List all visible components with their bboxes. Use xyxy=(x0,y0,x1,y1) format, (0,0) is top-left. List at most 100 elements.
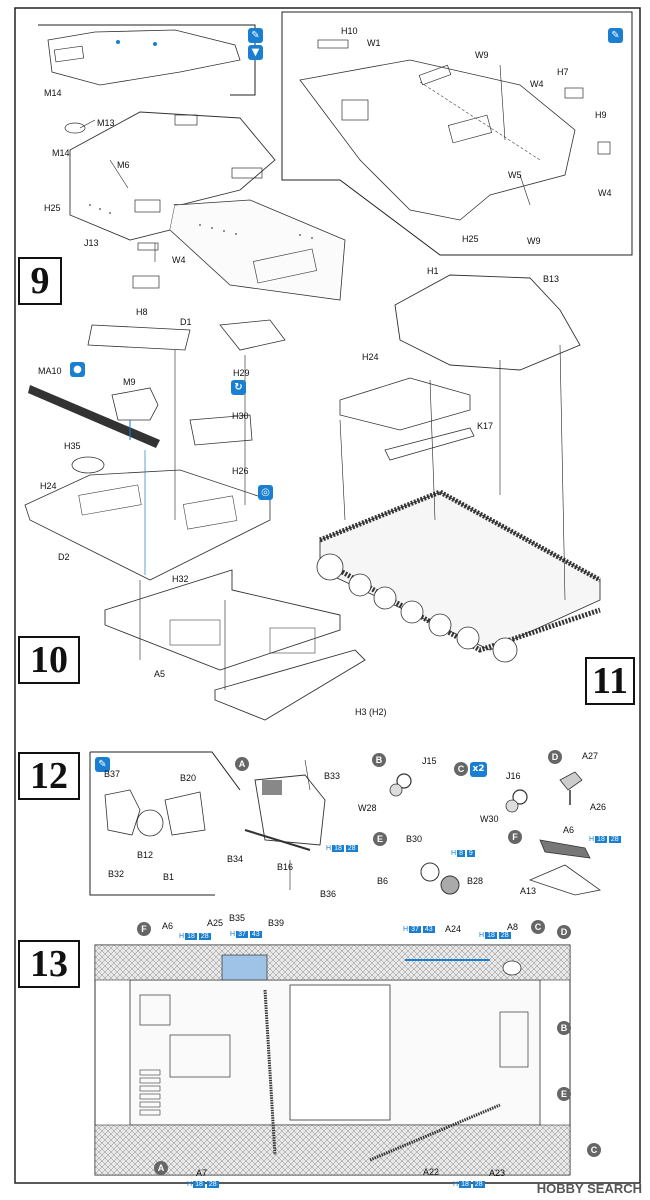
label-b6: B6 xyxy=(377,876,389,886)
ref-number: 28 xyxy=(498,932,511,939)
label-b12: B12 xyxy=(137,850,154,860)
label-b28: B28 xyxy=(467,876,484,886)
subassembly-f-badge: F xyxy=(137,922,151,936)
label-w30: W30 xyxy=(480,814,499,824)
rotate-icon: ↻ xyxy=(231,380,246,395)
label-w9: W9 xyxy=(527,236,541,246)
ref-number: 28 xyxy=(608,836,621,843)
label-w28: W28 xyxy=(358,803,377,813)
label-a23: A23 xyxy=(489,1168,506,1178)
subassembly-c-badge: C xyxy=(587,1143,601,1157)
subassembly-e-badge: E xyxy=(557,1087,571,1101)
ref-number: 9 xyxy=(466,850,475,857)
label-a6: A6 xyxy=(162,921,174,931)
ref-number: 28 xyxy=(198,933,211,940)
label-h8: H8 xyxy=(136,307,148,317)
step-number-13: 13 xyxy=(18,940,80,988)
remove-part-icon: ▼ xyxy=(248,45,263,60)
subassembly-a-badge: A xyxy=(235,757,249,771)
step-number-10: 10 xyxy=(18,636,80,684)
label-a25: A25 xyxy=(207,918,224,928)
label-a24: A24 xyxy=(445,924,462,934)
label-b20: B20 xyxy=(180,773,197,783)
label-a22: A22 xyxy=(423,1167,440,1177)
ref-number: 18 xyxy=(459,1181,471,1188)
ref-letter: H xyxy=(179,933,185,940)
label-m6: M6 xyxy=(117,160,130,170)
subassembly-a-badge: A xyxy=(154,1161,168,1175)
label-h1: H1 xyxy=(427,266,439,276)
label-d1: D1 xyxy=(180,317,192,327)
label-k17: K17 xyxy=(477,421,494,431)
label-a6: A6 xyxy=(563,825,575,835)
label-m14: M14 xyxy=(44,88,62,98)
label-h3-h2: H3 (H2) xyxy=(355,707,387,717)
label-w4: W4 xyxy=(598,188,612,198)
ref-letter: H xyxy=(230,931,236,938)
paint-brush-icon: ✎ xyxy=(608,28,623,43)
step-number-11: 11 xyxy=(585,657,635,705)
label-h9: H9 xyxy=(595,110,607,120)
ref-number: 28 xyxy=(472,1181,485,1188)
ref-number: 18 xyxy=(485,932,497,939)
label-ma10: MA10 xyxy=(38,366,62,376)
ref-number: 28 xyxy=(345,845,358,852)
ref-number: 28 xyxy=(206,1181,219,1188)
ref-number: 37 xyxy=(409,926,421,933)
label-b35: B35 xyxy=(229,913,246,923)
label-h25: H25 xyxy=(44,203,61,213)
label-b33: B33 xyxy=(324,771,341,781)
ref-number: 18 xyxy=(185,933,197,940)
ref-number: 18 xyxy=(595,836,607,843)
paint-brush-icon: ✎ xyxy=(248,28,263,43)
label-h24: H24 xyxy=(40,481,57,491)
label-h32: H32 xyxy=(172,574,189,584)
ref-letter: H xyxy=(589,836,595,843)
label-m9: M9 xyxy=(123,377,136,387)
label-a26: A26 xyxy=(590,802,607,812)
label-w9: W9 xyxy=(475,50,489,60)
label-h10: H10 xyxy=(341,26,358,36)
ref-letter: H xyxy=(326,845,332,852)
glue-drop-icon: ● xyxy=(70,362,85,377)
subassembly-e-badge: E xyxy=(373,832,387,846)
subassembly-b-badge: B xyxy=(372,753,386,767)
label-b30: B30 xyxy=(406,834,423,844)
subassembly-d-badge: D xyxy=(548,750,562,764)
label-m13: M13 xyxy=(97,118,115,128)
label-b1: B1 xyxy=(163,872,175,882)
ref-letter: H xyxy=(451,850,457,857)
ref-number: 43 xyxy=(422,926,435,933)
subassembly-c-badge: C xyxy=(454,762,468,776)
watermark: HOBBY SEARCH xyxy=(537,1181,642,1196)
step-number-12: 12 xyxy=(18,752,80,800)
label-w5: W5 xyxy=(508,170,522,180)
label-b16: B16 xyxy=(277,862,294,872)
subassembly-c-badge: C xyxy=(531,920,545,934)
label-b32: B32 xyxy=(108,869,125,879)
label-h25: H25 xyxy=(462,234,479,244)
label-h30: H30 xyxy=(232,411,249,421)
label-w1: W1 xyxy=(367,38,381,48)
label-w4: W4 xyxy=(530,79,544,89)
ref-letter: H xyxy=(187,1181,193,1188)
ref-letter: H xyxy=(453,1181,459,1188)
ref-number: 43 xyxy=(249,931,262,938)
label-j13: J13 xyxy=(84,238,99,248)
ref-number: 8 xyxy=(457,850,465,857)
label-w4: W4 xyxy=(172,255,186,265)
subassembly-b-badge: B xyxy=(557,1021,571,1035)
label-d2: D2 xyxy=(58,552,70,562)
label-a7: A7 xyxy=(196,1168,208,1178)
step-number-9: 9 xyxy=(18,257,62,305)
label-a8: A8 xyxy=(507,922,519,932)
ref-number: 37 xyxy=(236,931,248,938)
multiplier-badge: x2 xyxy=(470,762,487,777)
subassembly-d-badge: D xyxy=(557,925,571,939)
